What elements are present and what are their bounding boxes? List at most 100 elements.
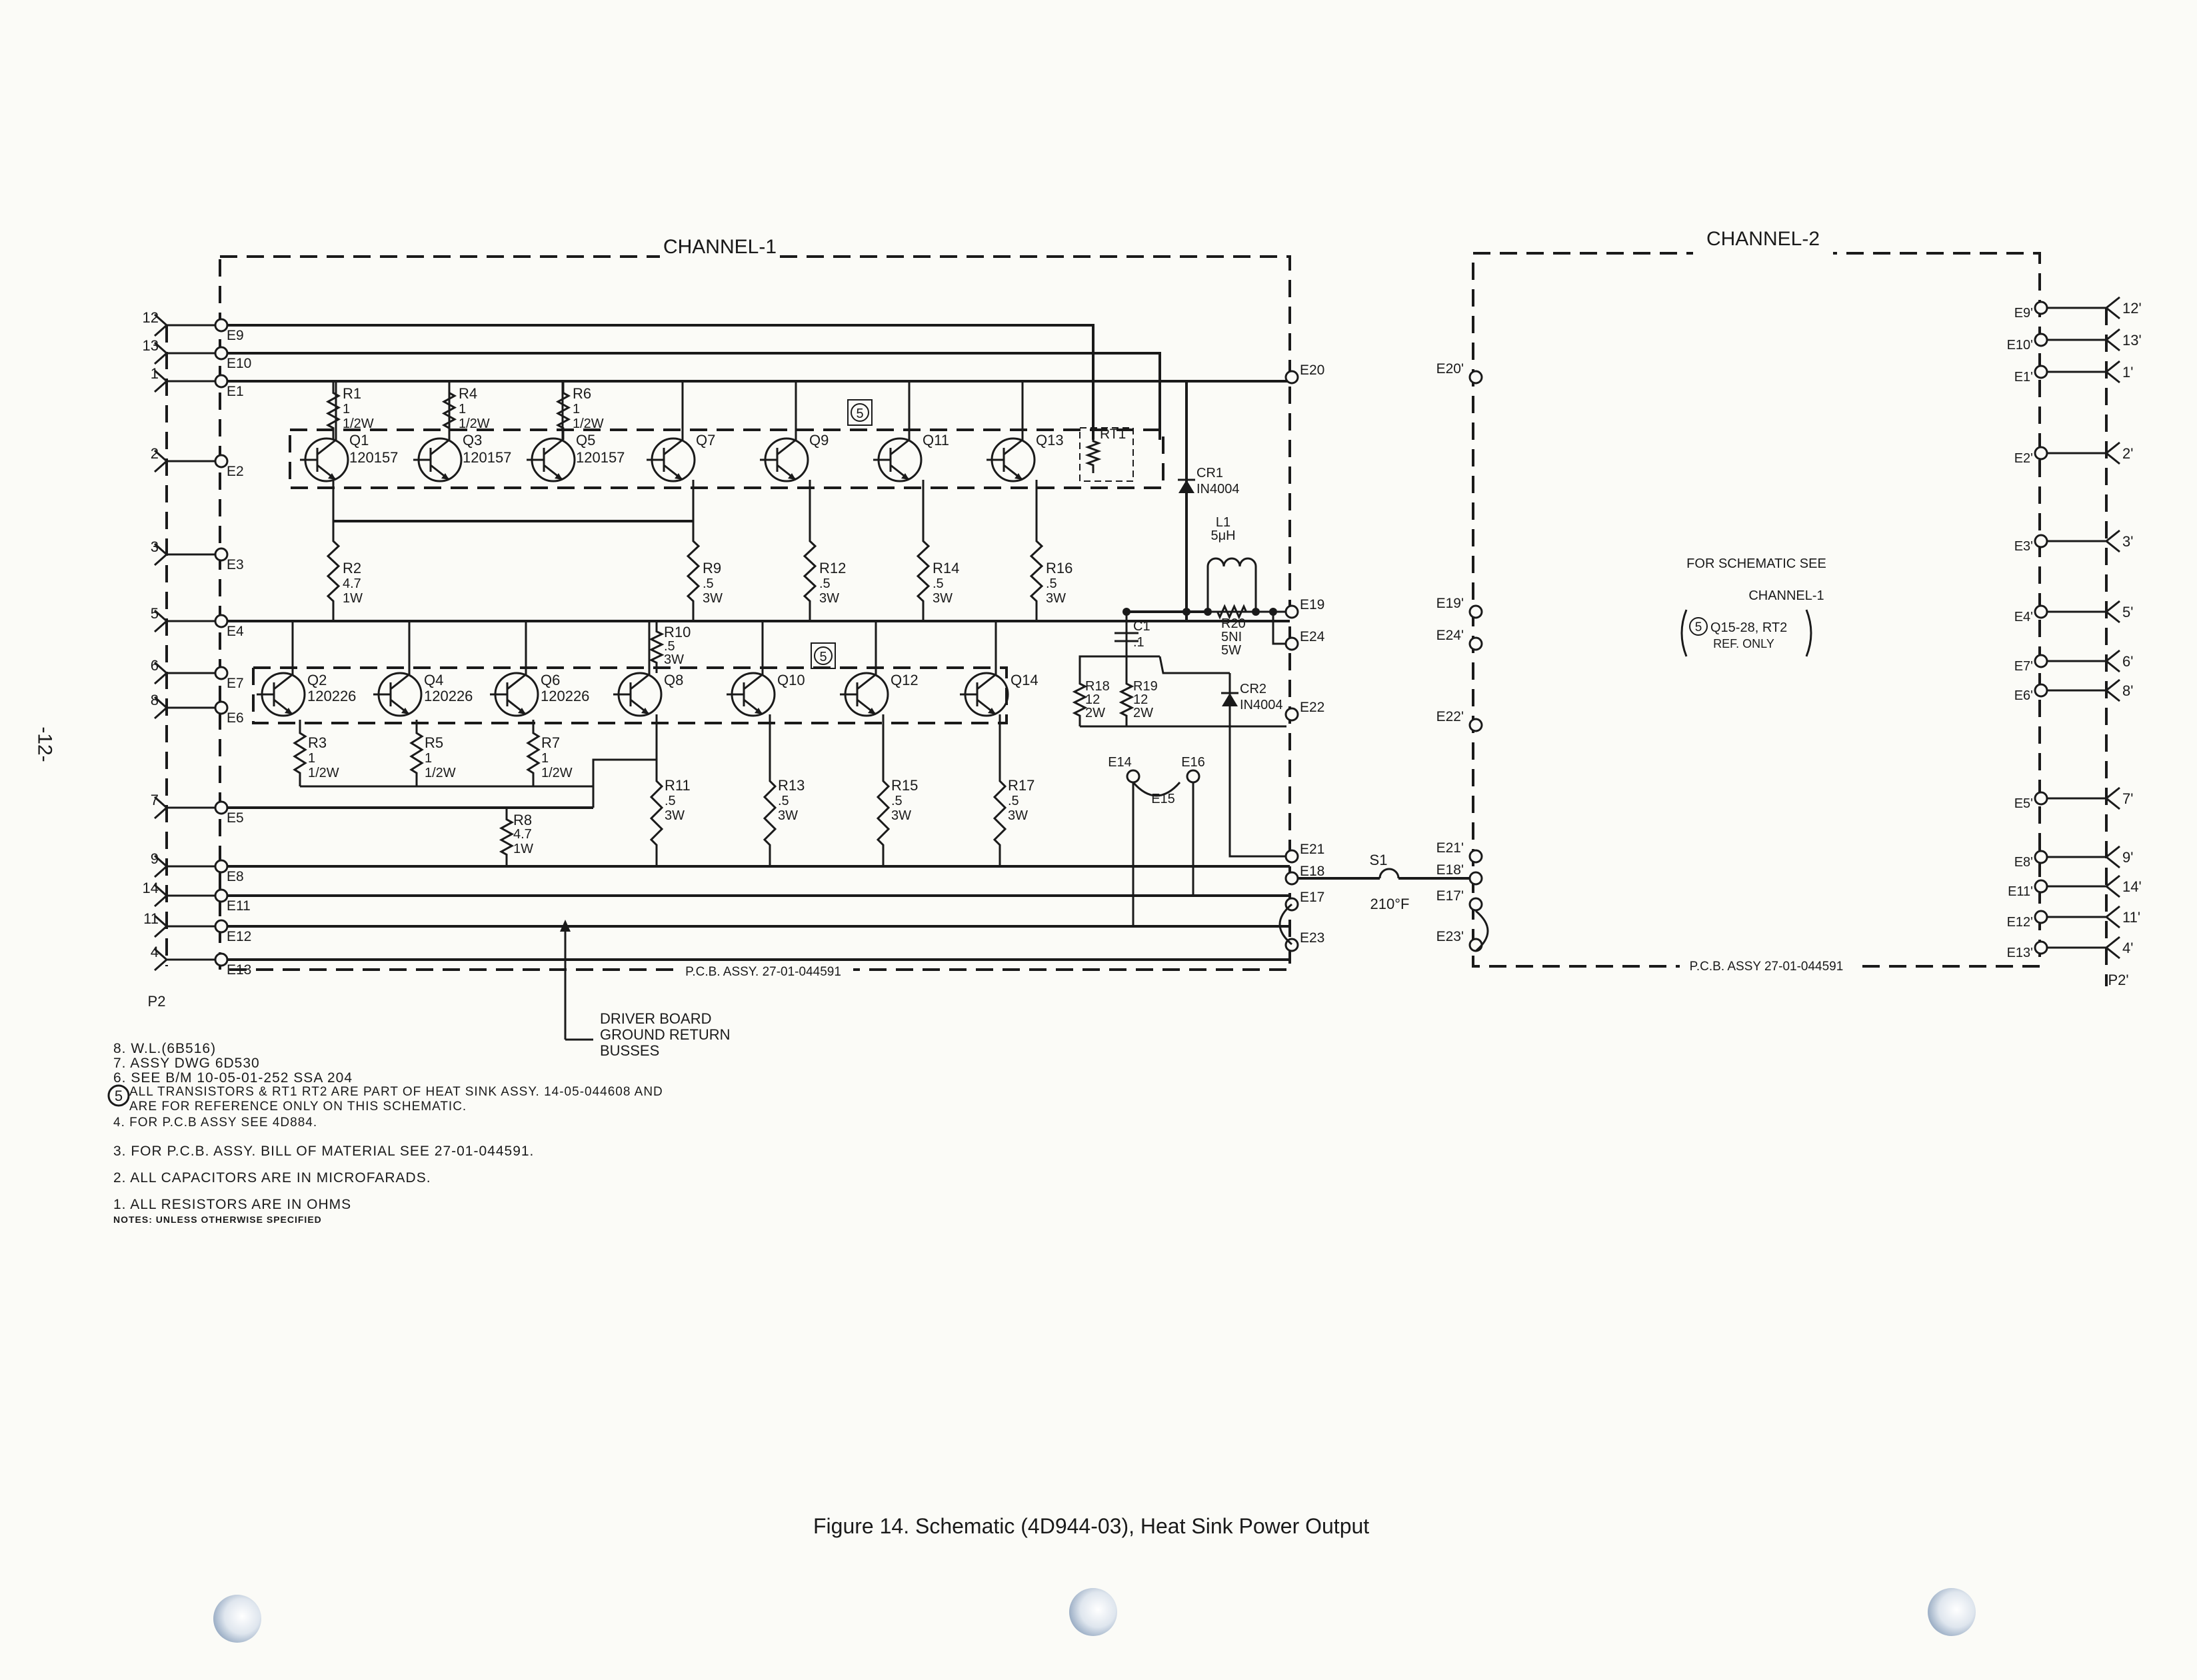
resistor-v2-R8: 1W	[513, 842, 533, 856]
transistor-Q4-arrow	[401, 708, 409, 714]
resistor-v1-R7: 1	[541, 751, 549, 766]
resistor-r18-ref: R18	[1085, 679, 1110, 694]
terminal-label-E5: E5	[227, 810, 244, 826]
resistor-R14	[916, 521, 931, 621]
transistor-Q1-arrow	[328, 473, 336, 480]
resistor-v1-R10: .5	[664, 639, 675, 654]
terminal-label-E24': E24'	[1436, 628, 1464, 643]
terminal-E13'	[2034, 940, 2048, 955]
transistor-label-Q3: Q3	[463, 432, 482, 448]
terminal-E4'	[2034, 604, 2048, 619]
terminal-label-E15: E15	[1151, 792, 1175, 806]
terminal-E18'	[1468, 871, 1483, 886]
resistor-label-R8: R8	[513, 812, 532, 828]
resistor-v1-R6: 1	[573, 402, 580, 417]
channel1-pcb-label: P.C.B. ASSY. 27-01-044591	[685, 965, 841, 979]
ch2-pin-7'	[2104, 786, 2120, 810]
ch2-pin-label-12': 12'	[2122, 300, 2142, 317]
fuse-ref: S1	[1370, 852, 1388, 868]
terminal-E19'	[1468, 604, 1483, 619]
resistor-label-R4: R4	[459, 385, 477, 402]
junction-dot	[1182, 608, 1190, 616]
ch2-pcb-gap	[1680, 960, 1853, 973]
terminal-E2'	[2034, 446, 2048, 460]
terminal-label-E19': E19'	[1436, 596, 1464, 611]
terminal-E17'	[1468, 897, 1483, 912]
terminal-E20'	[1468, 370, 1483, 385]
transistor-Q11-collector	[890, 438, 910, 456]
ch2-note-marker-text: 5	[1695, 620, 1702, 634]
note-5-marker-text: 5	[115, 1088, 123, 1104]
resistor-label-R1: R1	[343, 385, 361, 402]
resistor-r20-v1: 5NI	[1221, 630, 1242, 644]
terminal-label-E20': E20'	[1436, 361, 1464, 377]
transistor-Q12-collector	[857, 673, 877, 690]
transistor-Q3-collector	[430, 438, 450, 456]
terminal-E16	[1186, 769, 1200, 784]
resistor-v1-R3: 1	[308, 751, 315, 766]
terminal-label-E14: E14	[1108, 755, 1132, 770]
terminal-label-E5': E5'	[2014, 796, 2033, 811]
ch2-title-gap	[1693, 247, 1833, 260]
terminal-label-E6: E6	[227, 710, 244, 726]
ch2-pin-label-9': 9'	[2122, 849, 2133, 866]
diode-cr1	[1178, 480, 1194, 493]
p2-pin-label-11: 11	[143, 910, 159, 927]
ch2-pin-label-2': 2'	[2122, 445, 2133, 462]
p2-pin-label-7: 7	[151, 792, 159, 808]
heatsink-bottom	[252, 666, 1008, 724]
terminal-label-E7': E7'	[2014, 659, 2033, 674]
p2-pin-label-3: 3	[151, 538, 159, 555]
resistor-v2-R5: 1/2W	[425, 766, 456, 780]
resistor-v2-R14: 3W	[933, 591, 953, 606]
terminal-E9'	[2034, 301, 2048, 315]
terminal-E12	[214, 919, 229, 934]
transistor-label-Q14: Q14	[1011, 672, 1039, 688]
p2-pin-label-2: 2	[151, 445, 159, 462]
resistor-R15	[876, 760, 891, 866]
terminal-E7'	[2034, 654, 2048, 668]
terminal-E5	[214, 800, 229, 815]
inductor-l1-value: 5μH	[1210, 528, 1235, 543]
transistor-Q14-arrow	[988, 708, 996, 714]
terminal-label-E13': E13'	[2007, 946, 2033, 960]
rt1-box	[1079, 427, 1134, 482]
terminal-E21'	[1468, 849, 1483, 864]
notes-heading: NOTES: UNLESS OTHERWISE SPECIFIED	[113, 1214, 322, 1225]
terminal-E19	[1284, 604, 1299, 619]
ch2-pin-6'	[2104, 649, 2120, 673]
p2-pin-label-13: 13	[143, 337, 159, 354]
p2-prime-label: P2'	[2108, 972, 2128, 988]
terminal-label-E21: E21	[1300, 842, 1324, 857]
ch2-note-paren-right	[1805, 609, 1812, 657]
resistor-R5	[409, 720, 424, 786]
p2-pin-label-12: 12	[143, 309, 159, 326]
ch2-pin-5'	[2104, 600, 2120, 624]
ch2-pin-label-13': 13'	[2122, 332, 2142, 349]
terminal-E18	[1284, 871, 1299, 886]
terminal-label-E2': E2'	[2014, 451, 2033, 466]
binder-hole-right	[1928, 1588, 1976, 1636]
transistor-label-Q13: Q13	[1036, 432, 1064, 448]
cr2-top-link	[1158, 656, 1230, 674]
p2-pin-label-5: 5	[151, 605, 159, 622]
note-3: 3. FOR P.C.B. ASSY. BILL OF MATERIAL SEE…	[113, 1144, 535, 1159]
terminal-E20	[1284, 370, 1299, 385]
transistor-Q1-collector	[317, 438, 337, 456]
ch2-pin-label-3': 3'	[2122, 533, 2133, 550]
ch2-pin-label-4': 4'	[2122, 940, 2133, 956]
note-5-marker: 5	[107, 1084, 130, 1107]
transistor-Q5-collector	[543, 438, 563, 456]
junction-dot	[1269, 608, 1277, 616]
ch2-note-paren-left	[1680, 609, 1688, 657]
jumper-e17-e23	[1278, 903, 1292, 946]
terminal-label-E17: E17	[1300, 890, 1324, 905]
resistor-R6	[555, 381, 571, 440]
resistor-R12	[803, 521, 817, 621]
transistor-Q7-collector	[663, 438, 683, 456]
transistor-part-Q2: 120226	[307, 688, 356, 704]
ch2-pin-label-14': 14'	[2122, 878, 2142, 895]
diode-cr1-ref: CR1	[1196, 466, 1223, 480]
driver-note-line-1: GROUND RETURN	[600, 1026, 731, 1043]
